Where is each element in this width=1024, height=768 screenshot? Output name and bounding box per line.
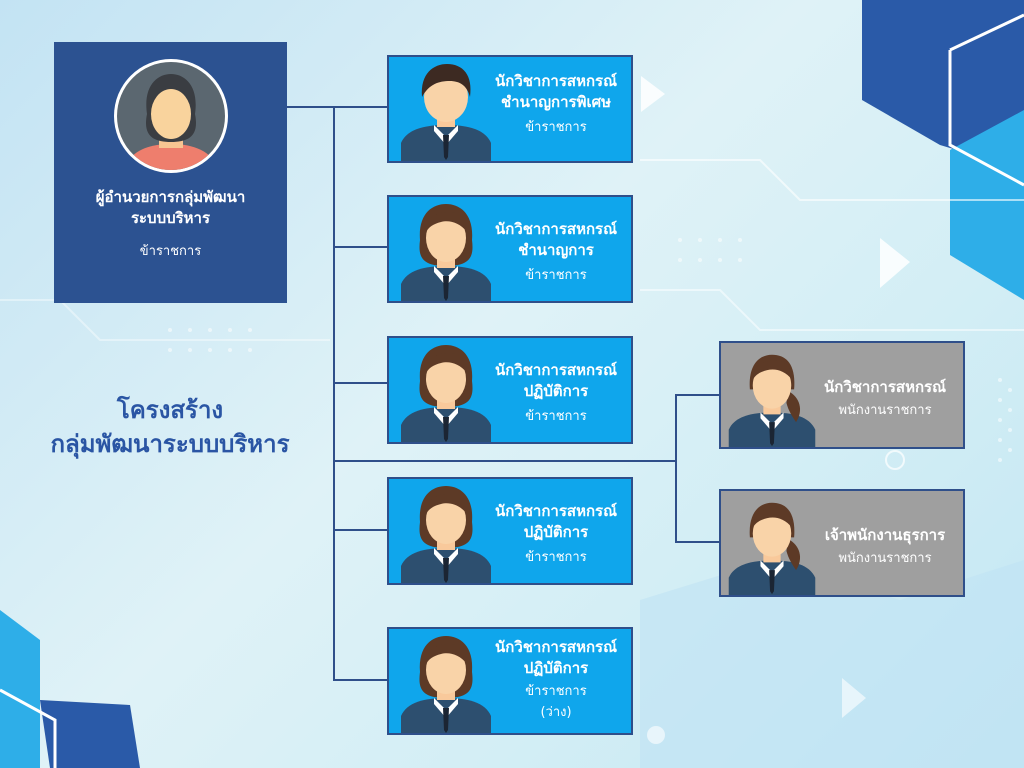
position-1-title-line2: ชำนาญการพิเศษ: [500, 93, 612, 111]
position-3-text: นักวิชาการสหกรณ์ ปฏิบัติการ ข้าราชการ: [481, 360, 631, 427]
position-4-title-line1: นักวิชาการสหกรณ์: [494, 502, 618, 520]
position-card-3: นักวิชาการสหกรณ์ ปฏิบัติการ ข้าราชการ: [387, 336, 633, 444]
decor-dot: [647, 726, 665, 744]
connector-head: [287, 106, 389, 108]
female-employee-avatar-icon: [728, 354, 816, 447]
male-officer-avatar-icon: [401, 64, 491, 161]
position-card-2: นักวิชาการสหกรณ์ ชำนาญการ ข้าราชการ: [387, 195, 633, 303]
position-3-title-line2: ปฏิบัติการ: [523, 382, 589, 400]
position-1-title-line1: นักวิชาการสหกรณ์: [494, 72, 618, 90]
arrow-shape-1: [641, 76, 665, 112]
female-officer-avatar-icon: [401, 486, 491, 583]
position-1-text: นักวิชาการสหกรณ์ ชำนาญการพิเศษ ข้าราชการ: [481, 71, 631, 138]
position-2-text: นักวิชาการสหกรณ์ ชำนาญการ ข้าราชการ: [481, 219, 631, 286]
director-title-line2: ระบบบริหาร: [130, 209, 211, 227]
position-card-1: นักวิชาการสหกรณ์ ชำนาญการพิเศษ ข้าราชการ: [387, 55, 633, 163]
position-5-note: (ว่าง): [540, 705, 572, 720]
position-5-status: ข้าราชการ: [525, 684, 587, 699]
connector-employee-trunk: [675, 394, 677, 542]
hexagon-top-right: [862, 0, 1024, 170]
female-officer-avatar-icon: [401, 345, 491, 442]
female-employee-avatar-icon: [728, 502, 816, 595]
hexagon-outline-side: [948, 50, 1024, 187]
position-5-text: นักวิชาการสหกรณ์ ปฏิบัติการ ข้าราชการ (ว…: [481, 637, 631, 723]
employee-1-title: นักวิชาการสหกรณ์: [823, 378, 947, 396]
employee-card-2: เจ้าพนักงานธุรการ พนักงานราชการ: [719, 489, 965, 597]
employee-card-1: นักวิชาการสหกรณ์ พนักงานราชการ: [719, 341, 965, 449]
circuit-line-2: [640, 289, 1024, 331]
hexagon-outline-bottom: [0, 688, 57, 768]
connector-employees: [333, 460, 676, 462]
position-1-status: ข้าราชการ: [525, 120, 587, 135]
position-card-4: นักวิชาการสหกรณ์ ปฏิบัติการ ข้าราชการ: [387, 477, 633, 585]
position-2-title-line1: นักวิชาการสหกรณ์: [494, 220, 618, 238]
employee-2-title: เจ้าพนักงานธุรการ: [824, 526, 946, 544]
connector-employee-2: [675, 541, 721, 543]
position-card-5: นักวิชาการสหกรณ์ ปฏิบัติการ ข้าราชการ (ว…: [387, 627, 633, 735]
female-officer-avatar-icon: [401, 636, 491, 733]
position-3-title-line1: นักวิชาการสหกรณ์: [494, 361, 618, 379]
circuit-line-1: [640, 159, 1024, 201]
soft-shape-bottom: [640, 560, 1024, 768]
connector-branch-2: [333, 246, 389, 248]
chart-title-line1: โครงสร้าง: [116, 396, 224, 424]
arrow-shape-3: [842, 678, 866, 718]
employee-2-status: พนักงานราชการ: [838, 551, 932, 566]
chart-title-line2: กลุ่มพัฒนาระบบบริหาร: [50, 430, 290, 458]
employee-1-text: นักวิชาการสหกรณ์ พนักงานราชการ: [809, 377, 961, 421]
employee-2-text: เจ้าพนักงานธุรการ พนักงานราชการ: [809, 525, 961, 569]
employee-1-status: พนักงานราชการ: [838, 403, 932, 418]
connector-branch-5: [333, 679, 389, 681]
position-2-status: ข้าราชการ: [525, 268, 587, 283]
position-4-text: นักวิชาการสหกรณ์ ปฏิบัติการ ข้าราชการ: [481, 501, 631, 568]
dot-grid: [168, 238, 1012, 462]
director-card: ผู้อำนวยการกลุ่มพัฒนา ระบบบริหาร ข้าราชก…: [54, 42, 287, 303]
connector-employee-1: [675, 394, 721, 396]
director-title-line1: ผู้อำนวยการกลุ่มพัฒนา: [95, 188, 246, 206]
circuit-node: [885, 450, 905, 470]
position-3-status: ข้าราชการ: [525, 409, 587, 424]
hexagon-outline-top: [949, 13, 1024, 52]
circuit-line-3: [0, 299, 330, 341]
chart-title: โครงสร้าง กลุ่มพัฒนาระบบบริหาร: [0, 393, 340, 461]
hexagon-right-blue: [950, 110, 1024, 300]
female-director-avatar-icon: [114, 59, 228, 173]
position-4-status: ข้าราชการ: [525, 550, 587, 565]
connector-trunk: [333, 106, 335, 681]
director-status: ข้าราชการ: [139, 244, 202, 259]
hexagon-bottom-left-blue: [0, 610, 40, 768]
hexagon-bottom-left-dark: [40, 700, 140, 768]
female-officer-avatar-icon: [401, 204, 491, 301]
position-2-title-line2: ชำนาญการ: [518, 241, 594, 259]
connector-branch-3: [333, 382, 389, 384]
position-5-title-line1: นักวิชาการสหกรณ์: [494, 638, 618, 656]
director-text: ผู้อำนวยการกลุ่มพัฒนา ระบบบริหาร ข้าราชก…: [54, 187, 287, 262]
position-5-title-line2: ปฏิบัติการ: [523, 659, 589, 677]
arrow-shape-2: [880, 238, 910, 288]
position-4-title-line2: ปฏิบัติการ: [523, 523, 589, 541]
connector-branch-4: [333, 529, 389, 531]
